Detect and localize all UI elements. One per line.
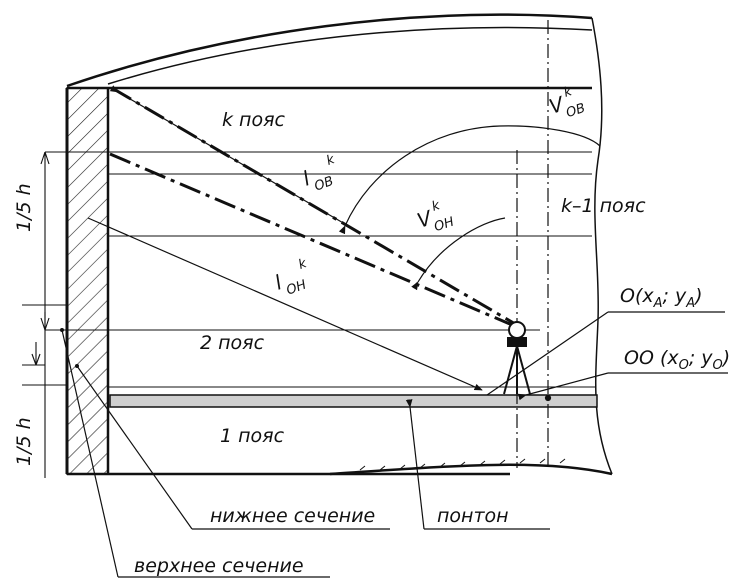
tank-wall [65, 87, 110, 475]
l-ob-sub: ОВ [312, 174, 335, 195]
height-top-label: 1/5 h [13, 183, 35, 232]
lower-section-label: нижнее сечение [210, 505, 375, 527]
point-leaders [486, 311, 728, 402]
axis-lines [516, 20, 549, 468]
pontoon-label: понтон [437, 505, 509, 527]
belt-lines [45, 151, 596, 388]
v-on-sub: ОН [432, 215, 456, 236]
belt-k-label: k пояс [222, 109, 286, 131]
tank-roof [66, 13, 593, 90]
v-ob-sub: ОВ [564, 101, 587, 121]
belt-k-minus-1-label: k–1 пояс [561, 195, 646, 217]
section-leaders [61, 329, 550, 578]
l-ob-sup: k [324, 152, 337, 169]
point-oo-label: OO (xO; yO) [624, 347, 730, 373]
l-on-sub: ОН [284, 278, 308, 299]
l-ob-symbol: l ОВ k [300, 152, 338, 195]
tank-bottom [67, 458, 613, 476]
v-on-sup: k [430, 198, 442, 215]
pontoon [109, 394, 598, 408]
point-o-label: O(xA; yA) [620, 285, 703, 311]
angle-arcs [338, 125, 601, 291]
height-bottom-label: 1/5 h [13, 417, 35, 466]
measurement-rays [87, 85, 518, 391]
theodolite-icon [503, 321, 531, 395]
upper-section-label: верхнее сечение [134, 555, 304, 577]
l-on-main: l [272, 270, 286, 295]
v-ob-sup: k [562, 84, 574, 101]
height-dimensions [22, 151, 67, 478]
belt-1-label: 1 пояс [220, 425, 285, 447]
v-on-symbol: V ОН k [414, 198, 456, 236]
l-on-symbol: l ОН k [272, 256, 310, 299]
belt-2-label: 2 пояс [200, 332, 265, 354]
l-ob-main: l [300, 166, 314, 191]
l-on-sup: k [296, 256, 309, 273]
